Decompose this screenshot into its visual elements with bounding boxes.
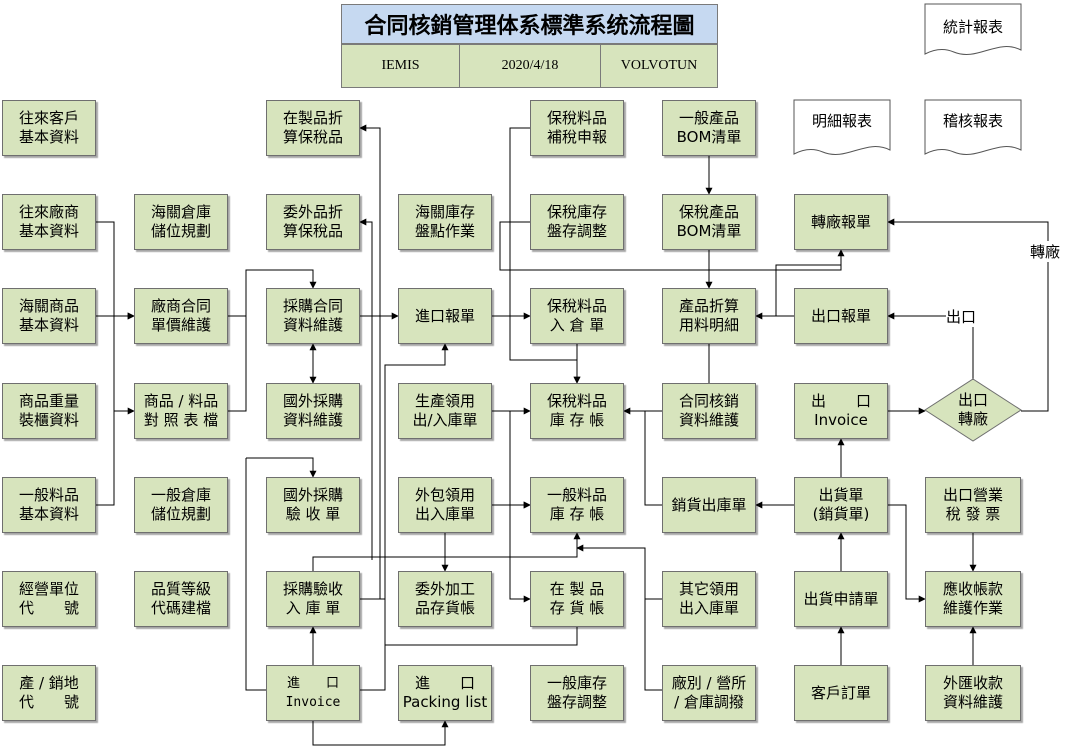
forex-collection-maintenance: 外匯收款 資料維護 xyxy=(925,665,1021,721)
bonded-product-bom: 保稅產品 BOM清單 xyxy=(662,194,756,250)
purchase-receipt-storage: 採購驗收 入 庫 單 xyxy=(266,571,360,627)
general-warehouse-planning: 一般倉庫 儲位規劃 xyxy=(134,477,228,533)
wip-inventory-account: 在 製 品 存 貨 帳 xyxy=(530,571,624,627)
connector-adjust xyxy=(499,221,842,271)
wip-to-bonded: 在製品折 算保稅品 xyxy=(266,100,360,156)
connector-invoice-to-packing xyxy=(312,720,449,746)
connector-lines xyxy=(96,124,1049,746)
label-export: 出口 xyxy=(946,306,977,327)
connector-other-to-general xyxy=(576,544,662,600)
goods-material-mapping: 商品 / 料品 對 照 表 檔 xyxy=(134,383,228,439)
product-material-breakdown: 產品折算 用料明細 xyxy=(662,288,756,344)
bonded-warehouse-entry: 保稅料品 入 倉 單 xyxy=(530,288,624,344)
connector-mapping-up xyxy=(228,316,247,412)
connector-transfer-up xyxy=(644,599,662,691)
plant-warehouse-transfer: 廠別 / 營所 / 倉庫調撥 xyxy=(662,665,756,721)
doc-shape-detail xyxy=(793,99,891,155)
outsource-issue-receipt: 外包領用 出入庫單 xyxy=(398,477,492,533)
report-statistics: 統計報表 xyxy=(942,18,1003,36)
general-stock-adjustment: 一般庫存 盤存調整 xyxy=(530,665,624,721)
import-packing-list: 進 口 Packing list xyxy=(398,665,492,721)
general-material-basic-data: 一般料品 基本資料 xyxy=(2,477,96,533)
connector-price-to-contract xyxy=(228,269,317,317)
export-invoice: 出 口 Invoice xyxy=(794,383,888,439)
customer-order: 客戶訂單 xyxy=(794,665,888,721)
title-block: 合同核銷管理体系標準系统流程圖 IEMIS 2020/4/18 VOLVOTUN xyxy=(341,4,718,88)
export-vat-invoice: 出口營業 稅 發 票 xyxy=(925,477,1021,533)
diagram-date: 2020/4/18 xyxy=(459,44,601,88)
outsourced-inventory-account: 委外加工 品存貨帳 xyxy=(398,571,492,627)
shipping-request: 出貨申請單 xyxy=(794,571,888,627)
connector-shipping-to-receivables xyxy=(888,504,926,603)
quality-grade-code: 品質等級 代碼建檔 xyxy=(134,571,228,627)
general-product-bom: 一般產品 BOM清單 xyxy=(662,100,756,156)
export-transfer-decision: 出口 轉廠 xyxy=(957,391,988,428)
report-documents xyxy=(793,3,1022,155)
connector-invoice-left xyxy=(245,458,266,691)
connector-outbound-up xyxy=(644,411,662,506)
connector-wip-loop xyxy=(360,598,578,646)
origin-sales-code: 產 / 銷地 代 號 xyxy=(2,665,96,721)
customs-goods-basic-data: 海關商品 基本資料 xyxy=(2,288,96,344)
doc-shape-statistics xyxy=(924,3,1022,55)
customer-basic-data: 往來客戶 基本資料 xyxy=(2,100,96,156)
sales-outbound-order: 銷貨出庫單 xyxy=(662,477,756,533)
customs-stocktaking: 海關庫存 盤點作業 xyxy=(398,194,492,250)
diagram-title: 合同核銷管理体系標準系统流程圖 xyxy=(341,4,718,44)
outsourced-to-bonded: 委外品折 算保稅品 xyxy=(266,194,360,250)
business-unit-code: 經營單位 代 號 xyxy=(2,571,96,627)
connector-tax-to-bonded xyxy=(509,127,581,384)
shipping-order: 出貨單 (銷貨單) xyxy=(794,477,888,533)
customs-warehouse-planning: 海關倉庫 儲位規劃 xyxy=(134,194,228,250)
other-issue-receipt: 其它領用 出入庫單 xyxy=(662,571,756,627)
receivables-maintenance: 應收帳款 維護作業 xyxy=(925,571,1021,627)
goods-weight-container-data: 商品重量 裝櫃資料 xyxy=(2,383,96,439)
connector-to-foreign-receipt xyxy=(246,457,317,478)
import-declaration: 進口報單 xyxy=(398,288,492,344)
general-inventory-account: 一般料品 庫 存 帳 xyxy=(530,477,624,533)
label-transfer: 轉廠 xyxy=(1030,241,1061,262)
report-detail: 明細報表 xyxy=(811,112,872,130)
transfer-declaration: 轉廠報單 xyxy=(794,194,888,250)
connector-vendor-to-price xyxy=(96,221,135,320)
export-declaration: 出口報單 xyxy=(794,288,888,344)
decision-diamond xyxy=(924,378,1022,442)
connector-decision-to-transfer xyxy=(887,218,1049,412)
production-issue-receipt: 生產領用 出/入庫單 xyxy=(398,383,492,439)
connector-to-wip-bonded xyxy=(359,124,381,599)
connector-material-to-mapping xyxy=(96,407,135,506)
foreign-purchase-maintenance: 國外採購 資料維護 xyxy=(266,383,360,439)
vendor-basic-data: 往來廠商 基本資料 xyxy=(2,194,96,250)
connector-invoice-to-declaration xyxy=(360,343,449,691)
vendor-contract-price: 廠商合同 單價維護 xyxy=(134,288,228,344)
company-name: VOLVOTUN xyxy=(600,44,718,88)
report-audit: 稽核報表 xyxy=(942,112,1003,130)
contract-verification-maintenance: 合同核銷 資料維護 xyxy=(662,383,756,439)
foreign-purchase-receipt: 國外採購 驗 收 單 xyxy=(266,477,360,533)
bonded-tax-declaration: 保稅料品 補稅申報 xyxy=(530,100,624,156)
system-name: IEMIS xyxy=(341,44,460,88)
bonded-inventory-account: 保稅料品 庫 存 帳 xyxy=(530,383,624,439)
connector-to-wip xyxy=(509,505,531,603)
connector-production-to-general xyxy=(509,411,531,509)
doc-shape-audit xyxy=(924,99,1022,155)
import-invoice: 進 口 Invoice xyxy=(266,665,360,721)
connector-to-outsourced-bonded xyxy=(359,218,373,560)
bonded-stock-adjustment: 保稅庫存 盤存調整 xyxy=(530,194,624,250)
purchase-contract-maintenance: 採購合同 資料維護 xyxy=(266,288,360,344)
